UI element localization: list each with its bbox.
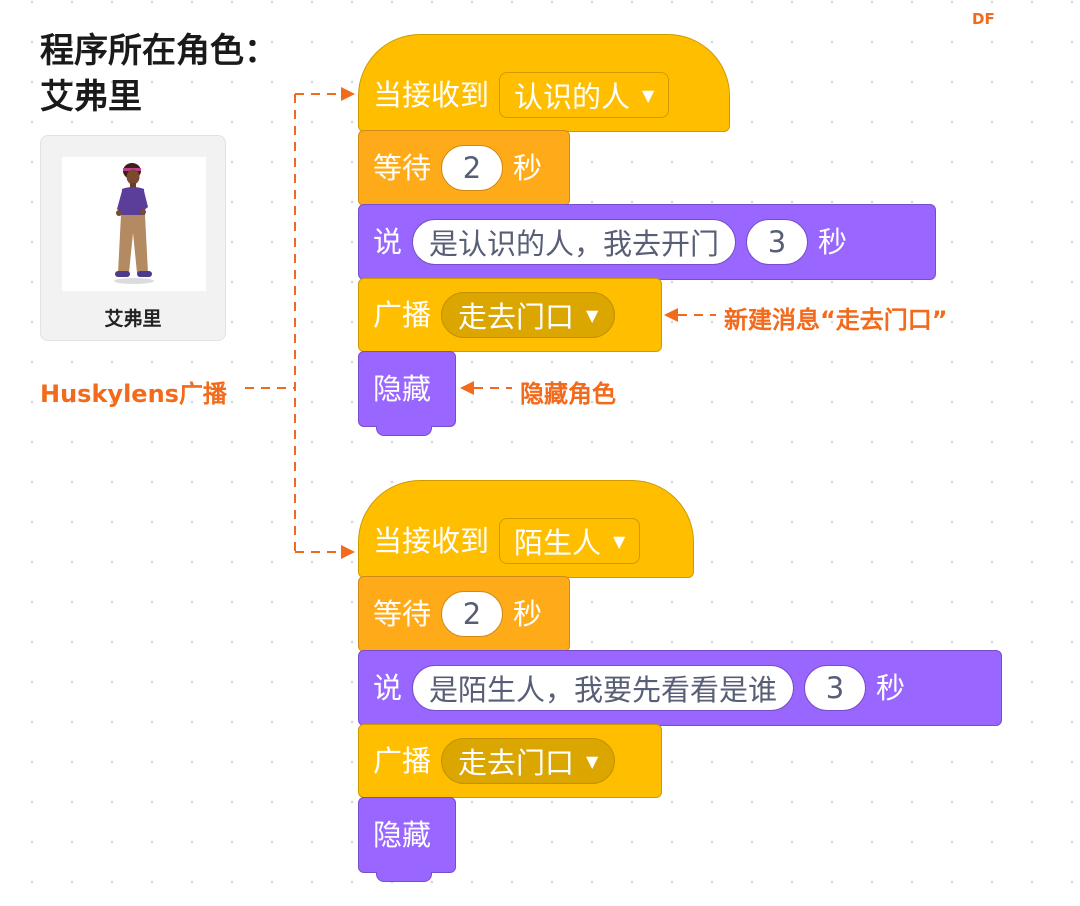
script2-hat-block[interactable]: 当接收到 陌生人 ▼	[358, 480, 694, 578]
brand-logo: DF	[972, 10, 995, 28]
new-message-note: 新建消息“走去门口”	[724, 306, 948, 334]
dropdown-caret-icon: ▼	[642, 85, 655, 105]
script2-wait-input[interactable]: 2	[441, 591, 504, 637]
script2-wait-block[interactable]: 等待 2 秒	[358, 576, 570, 652]
script1-hat-label: 当接收到	[373, 77, 490, 112]
script2-hat-label: 当接收到	[373, 523, 490, 558]
sprite-name: 艾弗里	[104, 308, 162, 330]
huskylens-broadcast-note: Huskylens广播	[40, 380, 227, 408]
sprite-card[interactable]: 艾弗里	[40, 135, 226, 341]
title-line-1: 程序所在角色：	[40, 31, 278, 71]
script1-wait-unit: 秒	[513, 150, 543, 185]
script2-say-seconds-input[interactable]: 3	[804, 665, 867, 711]
block-notch	[376, 872, 432, 882]
script2-wait-unit: 秒	[513, 596, 543, 631]
sprite-thumbnail	[62, 157, 206, 291]
dropdown-caret-icon: ▼	[586, 305, 599, 325]
script1-say-label: 说	[373, 224, 403, 259]
script2-broadcast-block[interactable]: 广播 走去门口 ▼	[358, 724, 662, 798]
script1-wait-label: 等待	[373, 150, 432, 185]
script1-wait-input[interactable]: 2	[441, 145, 504, 191]
block-notch	[376, 426, 432, 436]
script2-broadcast-label: 广播	[373, 743, 432, 778]
script1-broadcast-value: 走去门口	[458, 300, 575, 334]
avery-character-icon	[114, 163, 154, 284]
script1-broadcast-label: 广播	[373, 297, 432, 332]
script1-hat-block[interactable]: 当接收到 认识的人 ▼	[358, 34, 730, 132]
script1-wait-block[interactable]: 等待 2 秒	[358, 130, 570, 206]
script1-say-unit: 秒	[818, 224, 848, 259]
dropdown-caret-icon: ▼	[613, 531, 626, 551]
script1-broadcast-dropdown[interactable]: 走去门口 ▼	[441, 292, 616, 338]
title-line-2: 艾弗里	[40, 77, 142, 117]
script2-message-dropdown[interactable]: 陌生人 ▼	[499, 518, 641, 564]
script2-broadcast-value: 走去门口	[458, 746, 575, 780]
script2-hide-label: 隐藏	[373, 817, 432, 852]
script1-hide-block[interactable]: 隐藏	[358, 351, 456, 427]
script1-message-dropdown[interactable]: 认识的人 ▼	[499, 72, 670, 118]
script2-hide-block[interactable]: 隐藏	[358, 797, 456, 873]
script1-broadcast-block[interactable]: 广播 走去门口 ▼	[358, 278, 662, 352]
script1-say-seconds-input[interactable]: 3	[746, 219, 809, 265]
page-title: 程序所在角色： 艾弗里	[40, 28, 278, 120]
script1-say-text-input[interactable]: 是认识的人，我去开门	[412, 219, 737, 265]
script1-message-value: 认识的人	[514, 80, 631, 114]
script2-wait-label: 等待	[373, 596, 432, 631]
script1-say-block[interactable]: 说 是认识的人，我去开门 3 秒	[358, 204, 936, 280]
script2-say-text-input[interactable]: 是陌生人，我要先看看是谁	[412, 665, 795, 711]
script2-broadcast-dropdown[interactable]: 走去门口 ▼	[441, 738, 616, 784]
script1-hide-label: 隐藏	[373, 371, 432, 406]
dropdown-caret-icon: ▼	[586, 751, 599, 771]
hide-sprite-note: 隐藏角色	[520, 380, 616, 408]
script2-say-unit: 秒	[876, 670, 906, 705]
script2-say-block[interactable]: 说 是陌生人，我要先看看是谁 3 秒	[358, 650, 1002, 726]
script2-message-value: 陌生人	[514, 526, 602, 560]
script2-say-label: 说	[373, 670, 403, 705]
